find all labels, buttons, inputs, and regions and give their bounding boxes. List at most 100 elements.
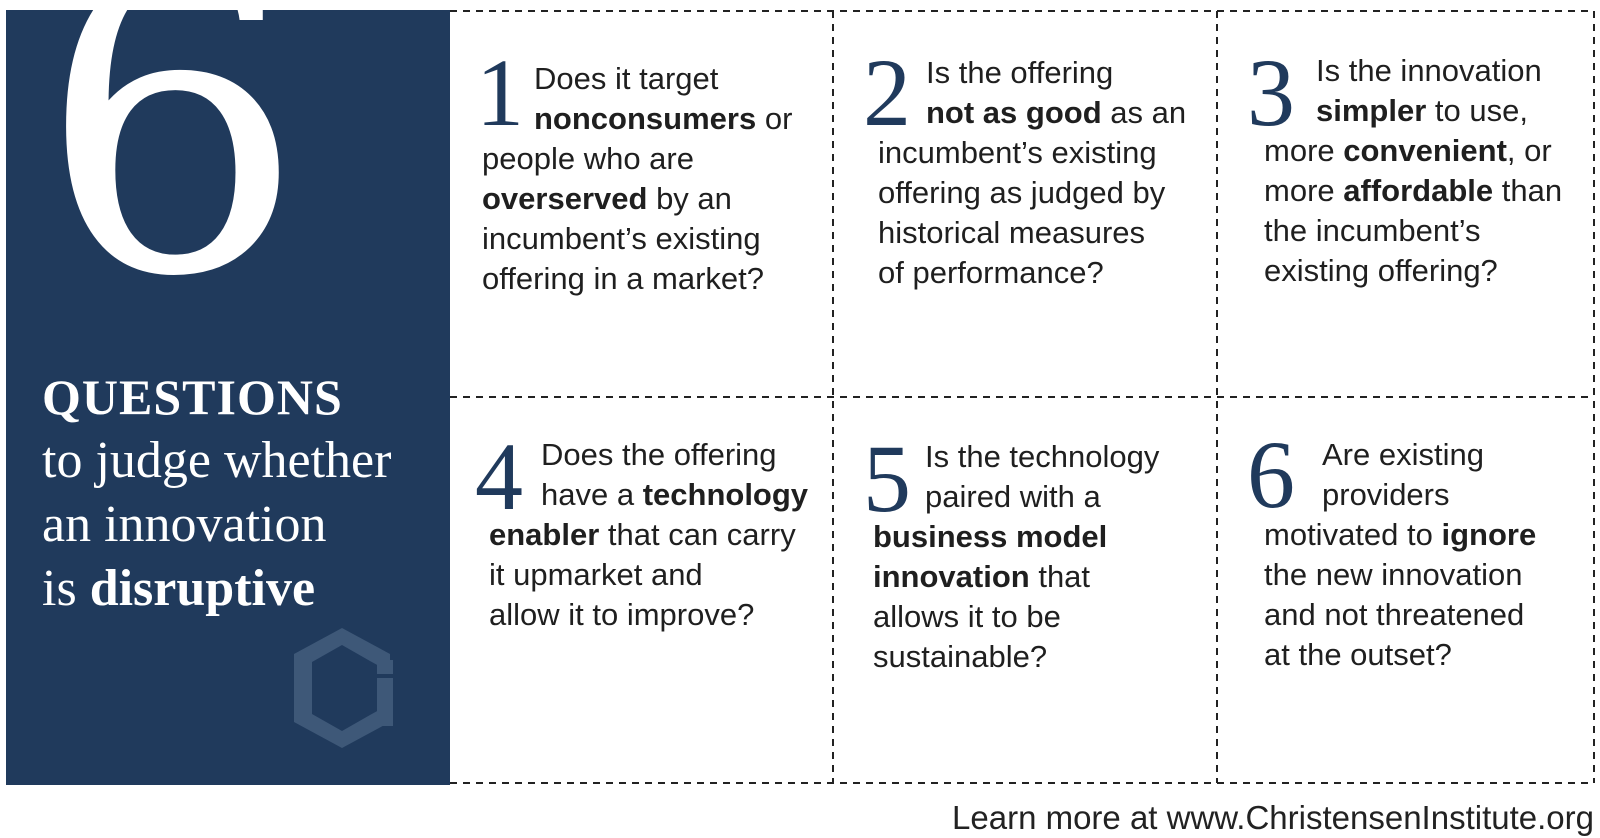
question-keyword: simpler (1316, 93, 1427, 128)
question-text-run: to use, (1426, 93, 1528, 128)
question-1-line-5: incumbent’s existing (482, 219, 792, 259)
question-6-line-1: Are existing (1264, 435, 1536, 475)
question-4-line-1: Does the offering (489, 435, 808, 475)
question-5-line-5: allows it to be (873, 597, 1159, 637)
question-keyword: not as good (926, 95, 1102, 130)
question-2-line-3: incumbent’s existing (878, 133, 1186, 173)
question-text-run: Does it target (534, 61, 719, 96)
title-panel: 6 QUESTIONS to judge whether an innovati… (6, 10, 450, 785)
question-5-line-2: paired with a (873, 477, 1159, 517)
question-6-line-6: at the outset? (1264, 635, 1536, 675)
question-text-run: paired with a (925, 479, 1101, 514)
question-keyword: enabler (489, 517, 600, 552)
heading-line-questions: QUESTIONS (42, 369, 343, 425)
question-text-run: Is the offering (926, 55, 1114, 90)
question-text-run: historical measures (878, 215, 1146, 250)
question-text-run: incumbent’s existing (878, 135, 1157, 170)
question-text-run: Is the innovation (1316, 53, 1542, 88)
heading-line-innovation: an innovation (42, 496, 327, 553)
heading-line-disruptive: is disruptive (42, 557, 442, 621)
christensen-institute-logo-icon (294, 628, 393, 748)
question-keyword: ignore (1441, 517, 1537, 552)
question-text-run: Are existing (1322, 437, 1484, 472)
question-5-line-3: business model (873, 517, 1159, 557)
question-6-line-5: and not threatened (1264, 595, 1536, 635)
question-keyword: innovation (873, 559, 1030, 594)
question-1-line-3: people who are (482, 139, 792, 179)
question-keyword: affordable (1343, 173, 1494, 208)
question-text-run: allow it to improve? (489, 597, 755, 632)
heading-bold-disruptive: disruptive (89, 560, 316, 617)
question-text-run: more (1264, 173, 1344, 208)
question-text-run: by an (647, 181, 732, 216)
question-number-2: 2 (863, 39, 911, 146)
question-2-line-5: historical measures (878, 213, 1186, 253)
question-1-line-4: overserved by an (482, 179, 792, 219)
question-text-run: and not threatened (1264, 597, 1525, 632)
question-text-5: Is the technology paired with a business m… (873, 437, 1159, 677)
footer-link-text: Learn more at www.ChristensenInstitute.o… (952, 799, 1594, 836)
question-text-run: as an (1101, 95, 1187, 130)
question-text-run: at the outset? (1264, 637, 1452, 672)
question-3-line-1: Is the innovation (1264, 51, 1562, 91)
question-6-line-4: the new innovation (1264, 555, 1536, 595)
question-number-1: 1 (476, 39, 524, 146)
question-2-line-2: not as good as an (878, 93, 1186, 133)
question-2-line-4: offering as judged by (878, 173, 1186, 213)
question-text-run: Does the offering (541, 437, 777, 472)
question-text-run: existing offering? (1264, 253, 1498, 288)
question-2-line-1: Is the offering (878, 53, 1186, 93)
question-text-run: people who are (482, 141, 694, 176)
question-text-run: the new innovation (1264, 557, 1523, 592)
question-text-run: Is the technology (925, 439, 1160, 474)
question-keyword: business model (873, 519, 1108, 554)
question-4-line-2: have a technology (489, 475, 808, 515)
big-number-six: 6 (38, 10, 306, 369)
question-card-5: 5 Is the technology paired with a business… (833, 397, 1217, 783)
question-6-line-3: motivated to ignore (1264, 515, 1536, 555)
question-2-line-6: of performance? (878, 253, 1186, 293)
panel-heading: QUESTIONS to judge whether an innovation… (42, 365, 442, 621)
question-keyword: overserved (482, 181, 648, 216)
question-number-5: 5 (863, 425, 911, 532)
question-keyword: nonconsumers (534, 101, 757, 136)
question-3-line-4: more affordable than (1264, 171, 1562, 211)
question-text-run: sustainable? (873, 639, 1048, 674)
question-text-run: of performance? (878, 255, 1104, 290)
question-keyword: convenient (1343, 133, 1507, 168)
question-4-line-4: it upmarket and (489, 555, 808, 595)
question-1-line-2: nonconsumers or (482, 99, 792, 139)
question-text-run: than (1493, 173, 1563, 208)
question-1-line-6: offering in a market? (482, 259, 792, 299)
question-number-6: 6 (1247, 421, 1295, 528)
question-3-line-6: existing offering? (1264, 251, 1562, 291)
question-5-line-4: innovation that (873, 557, 1159, 597)
question-text-run: providers (1322, 477, 1450, 512)
question-text-run: or (756, 101, 793, 136)
question-1-line-1: Does it target (482, 59, 792, 99)
heading-prefix: is (42, 560, 90, 617)
question-text-run: more (1264, 133, 1344, 168)
question-text-run: it upmarket and (489, 557, 703, 592)
question-3-line-3: more convenient, or (1264, 131, 1562, 171)
question-text-run: motivated to (1264, 517, 1442, 552)
question-text-run: allows it to be (873, 599, 1061, 634)
question-5-line-1: Is the technology (873, 437, 1159, 477)
question-text-run: the incumbent’s (1264, 213, 1481, 248)
question-4-line-5: allow it to improve? (489, 595, 808, 635)
question-3-line-5: the incumbent’s (1264, 211, 1562, 251)
question-text-run: offering as judged by (878, 175, 1166, 210)
question-number-3: 3 (1247, 39, 1295, 146)
question-4-line-3: enabler that can carry (489, 515, 808, 555)
heading-line-judge: to judge whether (42, 432, 392, 489)
